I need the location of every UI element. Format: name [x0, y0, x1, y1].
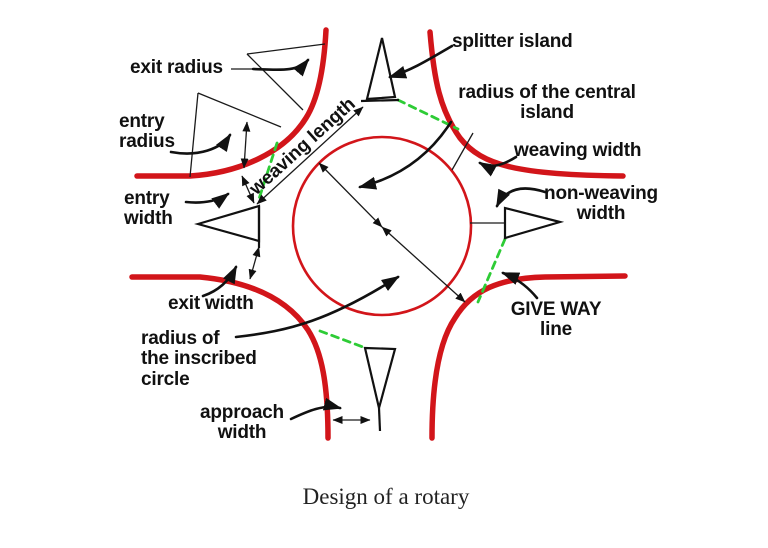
dim-entry-width-outer-tick [240, 121, 251, 169]
leader-arrows [169, 44, 547, 421]
road-curve-top-right [427, 29, 626, 179]
splitter-island-south-stem [377, 407, 382, 432]
dim-entry-width [241, 175, 255, 204]
label-splitter-island: splitter island [452, 31, 573, 52]
dim-weaving-length [256, 106, 364, 205]
arrow-non-weaving-width [495, 187, 547, 208]
label-give-way-line: GIVE WAY line [510, 299, 602, 341]
wedge-exit-radius-a [246, 43, 326, 55]
label-exit-radius: exit radius [130, 57, 223, 78]
arrow-entry-radius [169, 133, 232, 155]
arrow-radius-inscribed [234, 275, 400, 339]
arrow-weaving-width [478, 155, 518, 177]
splitter-island-east [503, 206, 565, 240]
splitter-island-west [194, 204, 261, 243]
give-way-line-north [396, 98, 460, 131]
label-non-weaving-width: non-weaving width [544, 183, 658, 225]
arrow-entry-width [184, 192, 230, 209]
arrow-radius-central [358, 120, 453, 190]
label-radius-central: radius of the central island [458, 82, 636, 124]
dimension-lines [189, 43, 504, 424]
dim-central-island-radius [318, 162, 383, 228]
label-weaving-width: weaving width [514, 140, 642, 161]
arrow-approach-width [289, 397, 342, 421]
splitter-island-north-base [360, 98, 400, 103]
wedge-exit-radius-b [246, 53, 304, 111]
arrow-give-way [501, 271, 539, 300]
dim-weaving-width [451, 132, 474, 171]
label-approach-width: approach width [200, 402, 284, 444]
label-entry-width: entry width [124, 188, 173, 230]
arrow-exit-width [201, 265, 238, 298]
arrow-exit-radius [251, 58, 310, 77]
dim-exit-width [248, 246, 261, 280]
dim-inscribed-circle-radius [381, 226, 466, 303]
splitter-island-north [365, 37, 397, 101]
wedge-entry-radius-a [197, 92, 282, 128]
figure-caption: Design of a rotary [302, 484, 470, 509]
label-entry-radius: entry radius [119, 111, 175, 153]
give-way-line-south [318, 329, 365, 349]
give-way-line-east [476, 237, 507, 304]
wedge-entry-radius-b [189, 92, 199, 178]
arrow-splitter-island [388, 44, 454, 79]
central-island-circle [291, 135, 473, 317]
label-radius-inscribed: radius of the inscribed circle [141, 328, 257, 390]
splitter-island-south [363, 346, 397, 409]
label-exit-width: exit width [168, 293, 254, 314]
